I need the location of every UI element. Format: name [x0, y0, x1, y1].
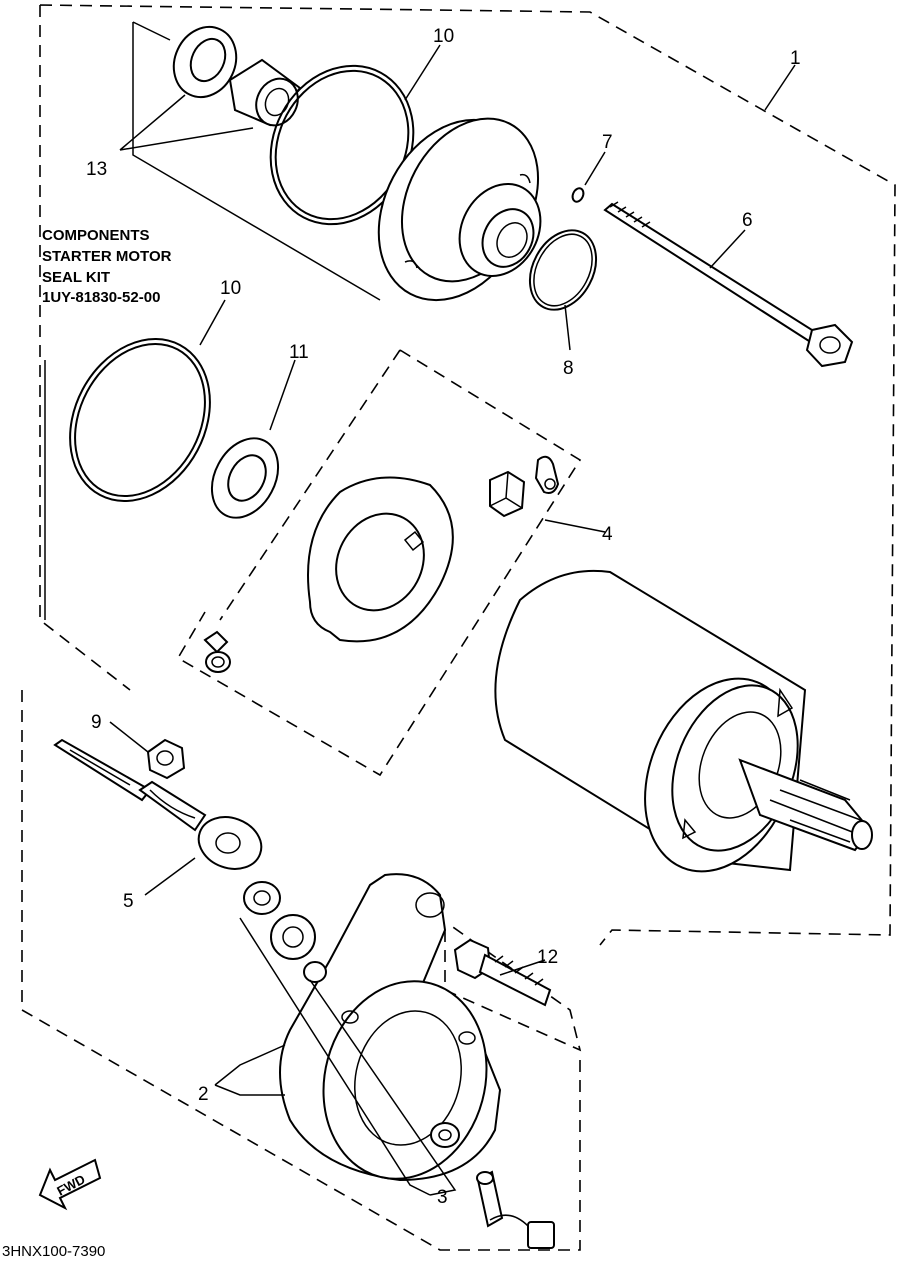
brush-spring-upper [534, 455, 560, 494]
callout-8: 8 [563, 358, 574, 379]
leader-lines [109, 44, 796, 1196]
bolt-12-group-outline [444, 924, 582, 1052]
o-ring-7 [571, 187, 585, 203]
o-ring-10-lower [69, 337, 211, 503]
callout-12: 12 [537, 947, 558, 968]
kit-line-starter-motor: STARTER MOTOR [42, 248, 172, 265]
front-cover [377, 117, 542, 302]
nut-9 [146, 738, 186, 780]
yoke-assembly [494, 569, 807, 873]
brush-plate [307, 476, 454, 643]
callout-2: 2 [198, 1084, 209, 1105]
lead-wire-5 [53, 738, 263, 870]
assembly-1-outline [39, 4, 896, 946]
through-bolt-6 [603, 201, 854, 368]
terminal-bolt [476, 1170, 555, 1249]
brush-holder-group-outline [176, 349, 582, 777]
callout-10-lower: 10 [220, 278, 241, 299]
callout-9: 9 [91, 712, 102, 733]
oil-seal-13 [172, 25, 238, 99]
callout-10-upper: 10 [433, 26, 454, 47]
callout-1: 1 [790, 48, 801, 69]
insulator-washer-3 [243, 881, 327, 983]
drawing-code: 3HNX100-7390 [2, 1243, 105, 1260]
kit-part-number: 1UY-81830-52-00 [42, 289, 160, 306]
brush-spring-lower [203, 630, 231, 673]
armature-shaft [738, 758, 873, 852]
callout-7: 7 [602, 132, 613, 153]
fwd-label: FWD [54, 1171, 87, 1198]
callout-11: 11 [289, 342, 309, 363]
bolt-12 [453, 938, 552, 1007]
seal-kit-leader [44, 21, 381, 620]
assembly-2-outline [21, 690, 581, 1251]
callout-3: 3 [437, 1187, 448, 1208]
callout-4: 4 [602, 524, 613, 545]
o-ring-8 [528, 229, 598, 311]
callout-6: 6 [742, 210, 753, 231]
kit-line-components: COMPONENTS [42, 227, 150, 244]
callout-5: 5 [123, 891, 134, 912]
washer-11 [210, 437, 280, 519]
rear-cover-2 [279, 873, 502, 1182]
forward-arrow-icon: FWD [38, 1158, 102, 1211]
brush-block [489, 470, 526, 518]
callout-13: 13 [86, 159, 107, 180]
bearing-13 [228, 58, 302, 127]
kit-line-seal-kit: SEAL KIT [42, 269, 110, 286]
